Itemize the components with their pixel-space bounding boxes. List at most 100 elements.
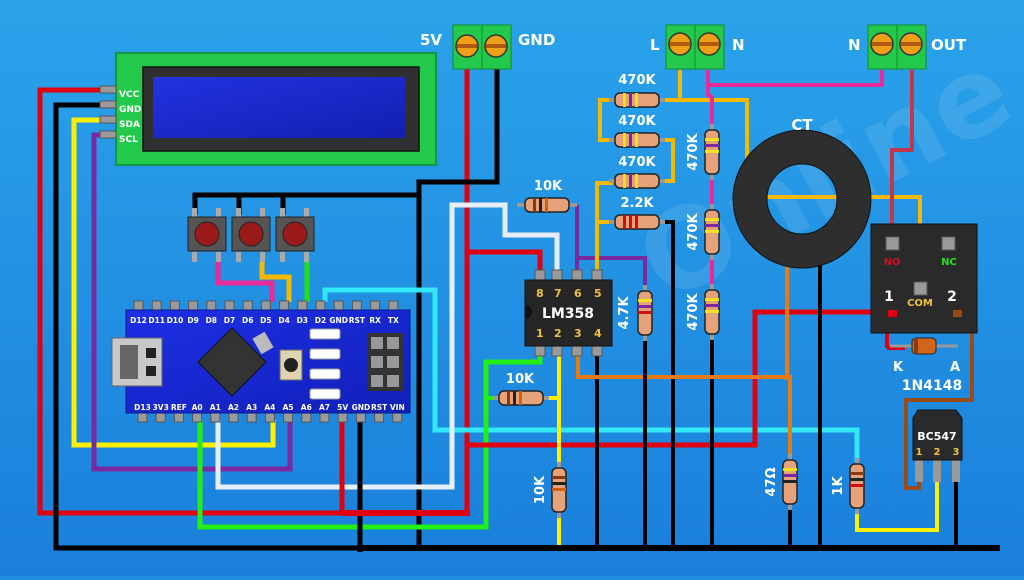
terminal-l-label: L	[650, 36, 660, 54]
resistor-divider-2	[609, 132, 665, 148]
resistor-divider-2-label: 470K	[618, 114, 656, 129]
nano-pin-label-a7: A7	[319, 403, 330, 412]
wire-d2-base	[322, 287, 860, 462]
nano-pin-label-d3: D3	[297, 316, 308, 325]
transistor-pin-2: 2	[934, 447, 941, 458]
diode-1n4148: K A 1N4148	[890, 337, 962, 394]
resistor-base-label: 1K	[831, 476, 846, 496]
resistor-feedback	[517, 197, 577, 213]
nano-pin-label-d4: D4	[278, 316, 289, 325]
wire-btn2-d4	[259, 262, 292, 302]
nano-pin-label-gnd: GND	[352, 403, 371, 412]
nano-pin-label-rst: RST	[349, 316, 366, 325]
relay: NO NC COM 1 2	[870, 223, 978, 334]
lcd-pin-sda: SDA	[119, 120, 140, 130]
resistor-divider-3	[609, 173, 665, 189]
wire-neutral	[706, 70, 884, 87]
opamp-pin-1: 1	[536, 327, 544, 340]
terminal-n-label: N	[732, 36, 745, 54]
resistor-voltage-2-label: 470K	[686, 212, 701, 250]
push-buttons	[187, 208, 315, 262]
relay-nc-label: NC	[941, 257, 957, 268]
transistor-name: BC547	[917, 430, 956, 443]
nano-pin-label-tx: TX	[388, 316, 399, 325]
relay-no-label: NO	[884, 257, 901, 268]
resistor-voltage-3	[704, 284, 720, 340]
nano-pin-label-3v3: 3V3	[153, 403, 169, 412]
opamp-pin-8: 8	[536, 287, 544, 300]
terminal-mains-in: L N	[650, 24, 745, 70]
nano-pin-label-5v: 5V	[337, 403, 348, 412]
wire-gnd-terminal	[416, 65, 500, 548]
resistor-ground	[551, 462, 567, 518]
wire-opamp-pin3	[576, 350, 792, 455]
resistor-divider-3-label: 470K	[618, 155, 656, 170]
nano-pin-label-d9: D9	[187, 316, 198, 325]
resistor-voltage-2	[704, 204, 720, 260]
resistor-reference	[609, 214, 665, 230]
terminal-load-out: N OUT	[848, 24, 967, 70]
transistor-pin-3: 3	[953, 447, 960, 458]
resistor-voltage-3-label: 470K	[686, 292, 701, 330]
transistor-pin-1: 1	[916, 447, 923, 458]
resistor-input	[493, 390, 549, 406]
opamp-pin-7: 7	[554, 287, 562, 300]
nano-pin-label-a4: A4	[264, 403, 275, 412]
nano-pin-label-d10: D10	[167, 316, 184, 325]
resistor-pullup	[637, 285, 653, 341]
push-button-2[interactable]	[231, 208, 271, 262]
terminal-power: 5V GND	[420, 24, 555, 70]
wire-lcd-scl	[91, 132, 293, 472]
nano-pin-label-rst: RST	[371, 403, 388, 412]
diode-name: 1N4148	[902, 378, 962, 394]
relay-coil-1-label: 1	[884, 289, 894, 305]
resistor-divider-1-label: 470K	[618, 73, 656, 88]
nano-pin-label-d2: D2	[315, 316, 326, 325]
opamp-pin-4: 4	[594, 327, 602, 340]
resistor-reference-label: 2.2K	[620, 196, 654, 211]
wire-a1-opamp	[215, 202, 560, 490]
nano-pin-label-a2: A2	[228, 403, 239, 412]
wire-lcd-vcc	[37, 87, 467, 516]
opamp-pin-5: 5	[594, 287, 602, 300]
resistor-divider-1	[609, 92, 665, 108]
push-button-1[interactable]	[187, 208, 227, 262]
relay-com-pin	[913, 281, 928, 296]
lcd-module: VCC GND SDA SCL	[99, 52, 437, 166]
relay-no-pin	[885, 236, 900, 251]
resistor-voltage-1	[704, 124, 720, 180]
push-button-3[interactable]	[275, 208, 315, 262]
terminal-gnd-label: GND	[518, 31, 555, 49]
wire-opamp-pin5	[595, 181, 613, 278]
lcd-pin-scl: SCL	[119, 135, 138, 145]
resistor-voltage-1-label: 470K	[686, 132, 701, 170]
nano-pin-label-d8: D8	[206, 316, 217, 325]
terminal-5v-label: 5V	[420, 31, 442, 49]
wire-opamp-feedback	[575, 205, 647, 290]
resistor-pullup-label: 4.7K	[617, 296, 632, 330]
nano-pin-label-d13: D13	[134, 403, 151, 412]
wire-btn1-d5	[215, 262, 275, 302]
nano-pin-label-a0: A0	[192, 403, 203, 412]
diode-cathode-label: K	[893, 360, 904, 375]
nano-pin-label-d5: D5	[260, 316, 271, 325]
lcd-pin-gnd: GND	[119, 105, 141, 115]
resistor-feedback-label: 10K	[534, 179, 563, 194]
terminal-n-out-label: N	[848, 36, 861, 54]
nano-pin-label-rx: RX	[369, 316, 381, 325]
nano-pin-label-ref: REF	[171, 403, 187, 412]
transistor-bc547: BC547 1 2 3	[912, 409, 963, 482]
current-transformer: CT	[732, 116, 872, 269]
opamp-pin-2: 2	[554, 327, 562, 340]
resistor-input-label: 10K	[506, 372, 535, 387]
relay-coil-2-label: 2	[947, 289, 957, 305]
opamp-pin-3: 3	[574, 327, 582, 340]
resistor-base	[849, 458, 865, 514]
microcontroller-chip	[197, 327, 267, 397]
lcd-pin-vcc: VCC	[119, 90, 140, 100]
nano-pin-label-a5: A5	[283, 403, 294, 412]
relay-com-label: COM	[907, 298, 933, 309]
nano-pin-label-a1: A1	[210, 403, 221, 412]
nano-pin-label-d12: D12	[130, 316, 147, 325]
